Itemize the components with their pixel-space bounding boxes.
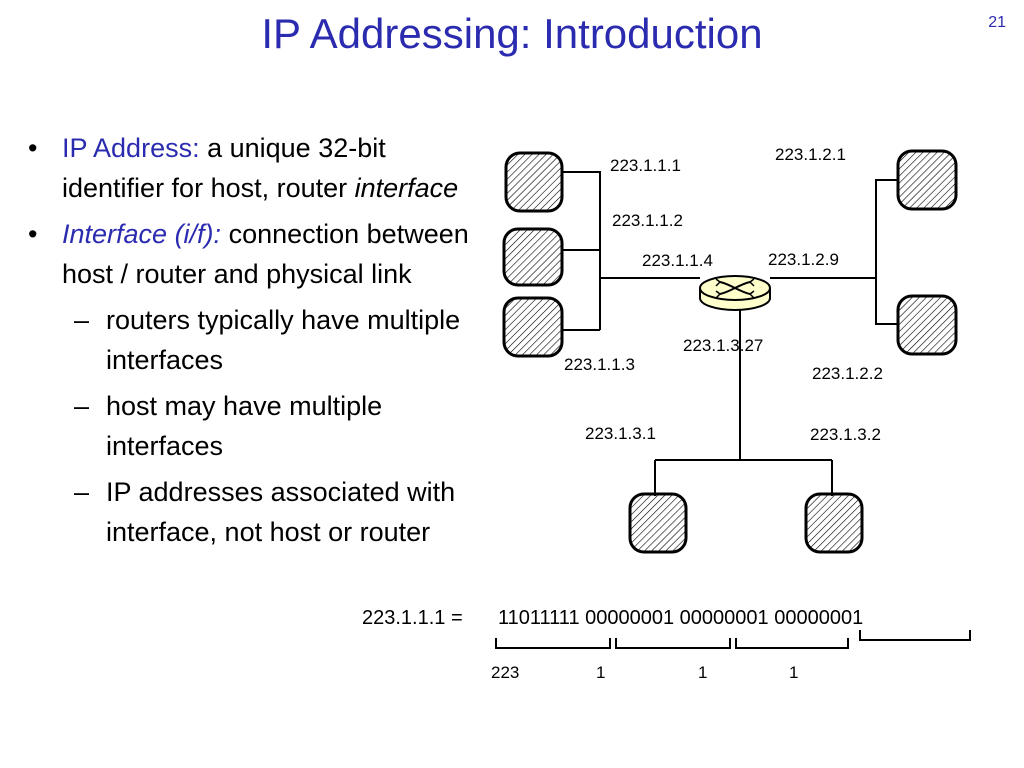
label-223-1-1-4: 223.1.1.4 <box>642 251 713 270</box>
label-223-1-1-1: 223.1.1.1 <box>610 156 681 175</box>
dash-mark: – <box>74 305 90 335</box>
dash-mark: – <box>74 477 90 507</box>
sub-bullet-hosts: – host may have multiple interfaces <box>22 386 492 466</box>
emphasis-interface: interface <box>354 173 459 203</box>
subnet-2-links <box>770 179 898 325</box>
subnet-3-links <box>654 308 833 496</box>
label-223-1-3-1: 223.1.3.1 <box>585 424 656 443</box>
octet-brackets <box>495 630 971 649</box>
slide-number: 21 <box>988 14 1006 31</box>
sub-bullet-text: routers typically have multiple interfac… <box>106 305 461 375</box>
definition-interface: connection between host / router and phy… <box>62 219 469 289</box>
term-interface: Interface <box>62 219 168 249</box>
label-223-1-3-27: 223.1.3.27 <box>683 336 763 355</box>
slide-title: IP Addressing: Introduction <box>261 10 763 57</box>
host-3-icon <box>502 296 564 358</box>
host-5-icon <box>896 294 958 356</box>
sub-bullet-routers: – routers typically have multiple interf… <box>22 300 492 380</box>
octet-4-value: 1 <box>789 663 798 682</box>
octet-2-value: 1 <box>596 663 605 682</box>
term-ip-address: IP Address: <box>62 133 200 163</box>
label-223-1-1-3: 223.1.1.3 <box>564 355 635 374</box>
host-7-icon <box>804 492 864 554</box>
bullet-list: • IP Address: a unique 32-bit identifier… <box>22 128 492 558</box>
binary-bits: 11011111 00000001 00000001 00000001 <box>498 607 863 629</box>
bullet-mark: • <box>28 133 38 163</box>
term-interface-abbrev: (i/f): <box>167 219 222 249</box>
label-223-1-2-9: 223.1.2.9 <box>768 250 839 269</box>
bullet-mark: • <box>28 219 38 249</box>
label-223-1-3-2: 223.1.3.2 <box>810 425 881 444</box>
router-icon <box>699 275 771 311</box>
octet-1-value: 223 <box>491 663 519 682</box>
binary-lhs: 223.1.1.1 = <box>362 607 463 629</box>
definition-ip-address: a unique 32-bit identifier for host, rou… <box>62 133 386 203</box>
host-6-icon <box>628 492 688 554</box>
subnet-1-links <box>562 171 700 331</box>
dash-mark: – <box>74 391 90 421</box>
bullet-ip-address: • IP Address: a unique 32-bit identifier… <box>22 128 492 208</box>
host-4-icon <box>896 149 958 211</box>
host-2-icon <box>502 227 564 287</box>
label-223-1-1-2: 223.1.1.2 <box>612 211 683 230</box>
octet-3-value: 1 <box>698 663 707 682</box>
sub-bullet-text: host may have multiple interfaces <box>106 391 383 461</box>
host-1-icon <box>504 151 564 213</box>
sub-bullet-associated: – IP addresses associated with interface… <box>22 472 492 552</box>
sub-bullet-text: IP addresses associated with interface, … <box>106 477 456 547</box>
label-223-1-2-2: 223.1.2.2 <box>812 364 883 383</box>
bullet-interface: • Interface (i/f): connection between ho… <box>22 214 492 294</box>
label-223-1-2-1: 223.1.2.1 <box>775 145 846 164</box>
